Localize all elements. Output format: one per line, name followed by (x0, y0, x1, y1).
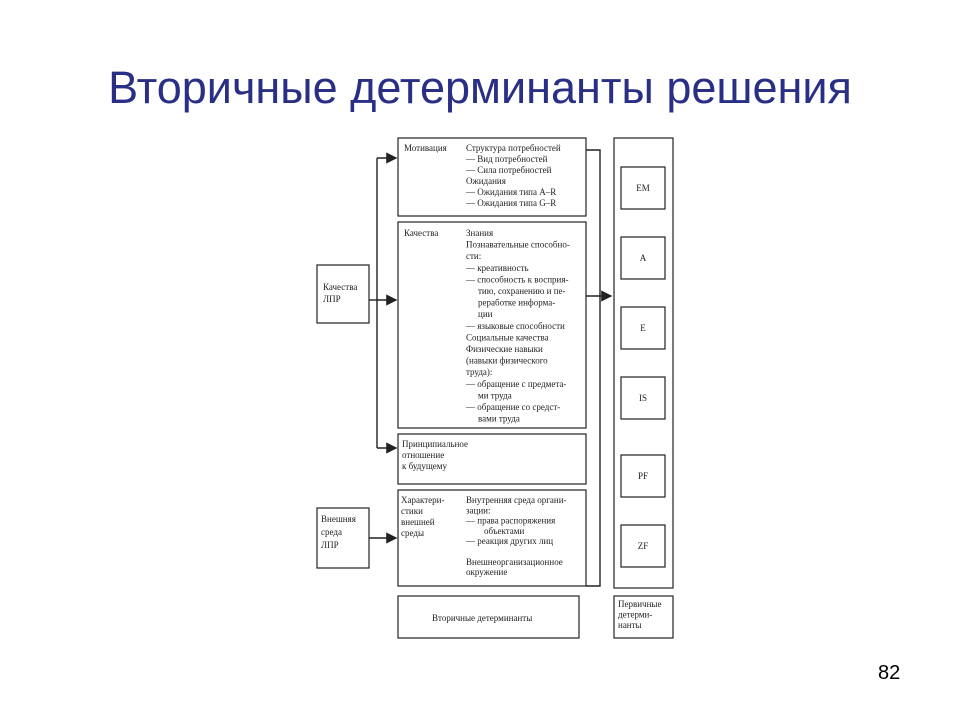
external-label-line: стики (401, 506, 423, 516)
slide-title: Вторичные детерминанты решения (108, 62, 852, 113)
page-number: 82 (878, 662, 901, 684)
qualities-line: тию, сохранению и пе- (478, 286, 566, 296)
primary-determinant-box (620, 454, 666, 498)
qualities-label: Качества (404, 228, 438, 238)
primary-determinant-label: E (640, 323, 646, 333)
lpr-environment-line: Внешняя (321, 514, 356, 524)
qualities-line: вами труда (478, 414, 520, 424)
primary-determinant-box (620, 376, 666, 420)
lpr-environment-line: ЛПР (321, 540, 339, 550)
motivation-line: — Ожидания типа A–R (465, 187, 556, 197)
primary-determinant-label: EM (636, 183, 650, 193)
primary-determinant-label: IS (639, 393, 647, 403)
external-line: — реакция других лиц (465, 536, 553, 546)
lpr-qualities-line: Качества (323, 282, 357, 292)
primary-caption-line: детерми- (618, 610, 652, 620)
future-attitude-line: к будущему (402, 461, 447, 471)
qualities-line: — обращение со средст- (465, 402, 560, 412)
motivation-label: Мотивация (404, 143, 447, 153)
primary-determinant-box (620, 524, 666, 568)
qualities-line: труда): (466, 367, 492, 377)
secondary-caption: Вторичные детерминанты (432, 613, 532, 623)
motivation-line: Ожидания (466, 176, 506, 186)
lpr-environment-line: среда (321, 527, 342, 537)
future-attitude-line: Принципиальное (402, 439, 468, 449)
external-label-line: среды (401, 528, 424, 538)
lpr-qualities-node: Качества ЛПР (316, 264, 370, 324)
primary-determinant-label: PF (638, 471, 648, 481)
qualities-line: (навыки физического (466, 356, 548, 366)
future-attitude-line: отношение (402, 450, 444, 460)
primary-determinant-label: A (640, 253, 647, 263)
qualities-line: ции (478, 309, 493, 319)
motivation-line: — Вид потребностей (465, 154, 548, 164)
primary-determinant-box (620, 166, 666, 210)
external-label-line: Характери- (401, 495, 444, 505)
qualities-line: — обращение с предмета- (465, 379, 566, 389)
qualities-line: Познавательные способно- (466, 240, 570, 250)
primary-determinants-column: EM A E IS PF ZF (613, 137, 674, 589)
external-line: зации: (466, 505, 491, 515)
primary-caption-line: Первичные (618, 599, 661, 609)
primary-determinant-label: ZF (638, 541, 649, 551)
qualities-line: — языковые способности (465, 321, 565, 331)
external-line: Внешнеорганизационное (466, 557, 563, 567)
external-line: — права распоряжения (465, 516, 555, 526)
qualities-line: — креативность (465, 263, 529, 273)
qualities-line: — способность к восприя- (465, 274, 568, 284)
lpr-environment-node: Внешняя среда ЛПР (316, 507, 370, 569)
motivation-line: Структура потребностей (466, 143, 561, 153)
external-line: Внутренняя среда органи- (466, 495, 567, 505)
motivation-line: — Сила потребностей (465, 165, 552, 175)
qualities-line: Физические навыки (466, 344, 543, 354)
qualities-line: сти: (466, 251, 481, 261)
motivation-box: Мотивация Структура потребностей— Вид по… (397, 137, 587, 217)
primary-caption-line: нанты (618, 620, 642, 630)
right-connectors (586, 149, 613, 587)
lpr-qualities-line: ЛПР (323, 294, 341, 304)
qualities-line: реработке информа- (478, 298, 555, 308)
primary-determinant-box (620, 236, 666, 280)
left-connectors (369, 152, 398, 544)
qualities-line: Знания (466, 228, 493, 238)
qualities-line: ми труда (478, 390, 512, 400)
external-line: окружение (466, 567, 507, 577)
qualities-line: Социальные качества (466, 332, 549, 342)
primary-determinant-box (620, 306, 666, 350)
secondary-caption-box: Вторичные детерминанты (397, 595, 580, 639)
external-line: объектами (484, 526, 524, 536)
motivation-line: — Ожидания типа G–R (465, 198, 556, 208)
external-label-line: внешней (401, 517, 435, 527)
